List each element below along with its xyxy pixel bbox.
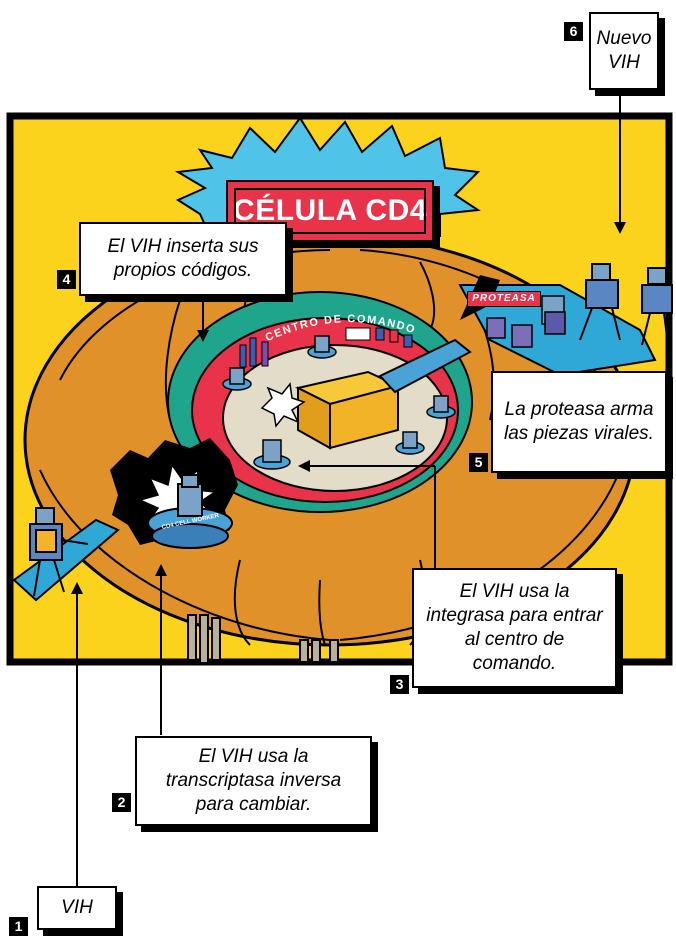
step-4-text: El VIH inserta sus propios códigos. xyxy=(107,236,259,281)
protease-workers xyxy=(486,295,566,348)
step-1-text: VIH xyxy=(61,897,93,918)
step-5-number: 5 xyxy=(469,453,488,472)
step-4-number: 4 xyxy=(57,270,76,289)
step-1-number: 1 xyxy=(9,917,28,936)
callout-step-3: El VIH usa la integrasa para entrar al c… xyxy=(412,568,617,688)
step-6-number: 6 xyxy=(564,22,583,41)
callout-step-4: El VIH inserta sus propios códigos. xyxy=(79,222,287,296)
callout-pointers xyxy=(76,90,621,886)
step-6-text: Nuevo VIH xyxy=(596,28,652,73)
svg-text:CENTRO DE COMANDO: CENTRO DE COMANDO xyxy=(264,313,418,344)
genetic-core-building xyxy=(295,370,401,450)
callout-step-5: La proteasa arma las piezas virales. xyxy=(491,371,667,473)
cell-title: CÉLULA CD4 xyxy=(233,194,427,227)
command-conveyor xyxy=(378,338,472,394)
step-3-number: 3 xyxy=(390,675,409,694)
worker-badge: CD4 CELL WORKER xyxy=(161,513,220,531)
command-center-workers xyxy=(222,335,456,470)
step-5-text: La proteasa arma las piezas virales. xyxy=(504,399,654,444)
command-center-label: CENTRO DE COMANDO xyxy=(264,313,418,344)
entering-hiv-robot xyxy=(29,507,89,597)
worker-badge-text: CD4 CELL WORKER xyxy=(161,513,220,531)
protease-station-label: PROTEASA xyxy=(467,291,541,307)
command-center-consoles xyxy=(239,327,447,368)
step-3-text: El VIH usa la integrasa para entrar al c… xyxy=(426,581,603,674)
command-center-text: CENTRO DE COMANDO xyxy=(264,313,416,344)
command-center-spark xyxy=(260,382,306,428)
callout-step-6: Nuevo VIH xyxy=(589,12,659,90)
step-2-text: El VIH usa la transcriptasa inversa para… xyxy=(165,746,342,815)
pointer-arrowheads xyxy=(71,222,626,594)
entry-conveyor xyxy=(12,518,120,602)
callout-step-2: El VIH usa la transcriptasa inversa para… xyxy=(135,736,372,826)
callout-step-1: VIH xyxy=(37,886,117,930)
reverse-transcriptase-worker xyxy=(147,474,233,549)
cell-drips xyxy=(187,614,339,664)
step-2-number: 2 xyxy=(112,793,131,812)
new-hiv-robots xyxy=(579,263,673,346)
